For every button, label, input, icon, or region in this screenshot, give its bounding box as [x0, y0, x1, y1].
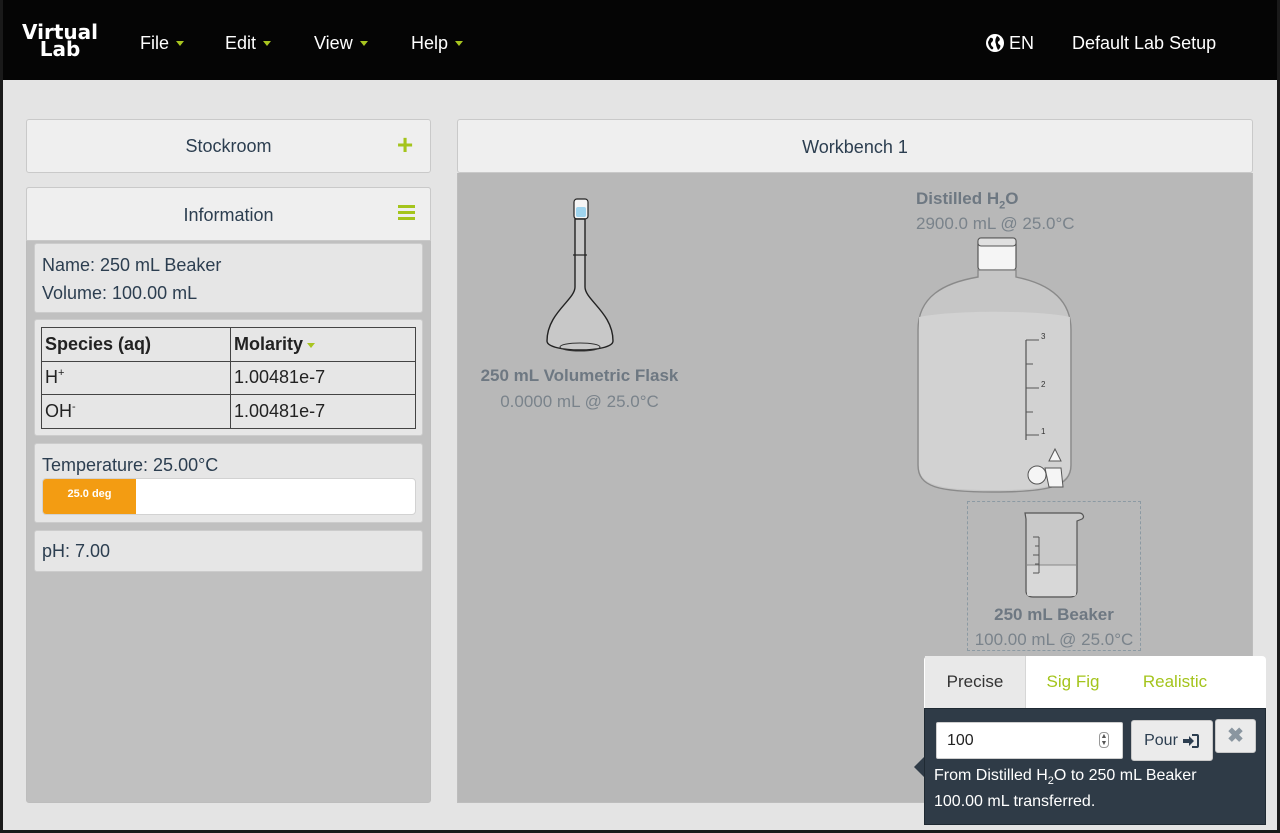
logo-line-2: Lab [39, 37, 81, 61]
hamburger-menu-icon[interactable] [398, 205, 416, 221]
workbench-header: Workbench 1 [457, 119, 1253, 173]
globe-icon [986, 34, 1004, 52]
carboy-scale-label: 2 [1041, 380, 1046, 389]
species-table: Species (aq) Molarity H+ 1.00481e-7 OH- … [41, 327, 416, 429]
equipment-volume-text: Volume: 100.00 mL [42, 283, 198, 303]
carboy-status: 2900.0 mL @ 25.0°C [916, 214, 1075, 233]
ph-card [34, 530, 423, 572]
menu-view-label: View [314, 32, 353, 53]
stockroom-title: Stockroom [185, 136, 272, 156]
popover-arrow [914, 757, 924, 777]
message-from: From Distilled H [934, 767, 1048, 784]
equipment-name-text: Name: 250 mL Beaker [42, 255, 222, 275]
carboy-name-end: O [1005, 189, 1019, 208]
stockroom-panel-header[interactable]: Stockroom [26, 119, 431, 173]
menu-view[interactable]: View [314, 31, 368, 55]
sign-in-icon [1182, 733, 1199, 748]
table-row: H+ 1.00481e-7 [41, 360, 416, 396]
name-volume-card [34, 243, 423, 313]
tab-sig-fig[interactable]: Sig Fig [1046, 672, 1100, 691]
tab-realistic[interactable]: Realistic [1142, 672, 1208, 691]
sort-caret-icon [307, 342, 316, 348]
pour-button[interactable]: Pour [1131, 720, 1213, 761]
temperature-progress-bar: 25.0 deg [42, 478, 416, 515]
table-header-row: Species (aq) Molarity [41, 327, 416, 362]
molarity-header-label: Molarity [234, 333, 304, 354]
message-to: O to 250 mL Beaker [1053, 767, 1197, 784]
message-sub: 2 [1047, 775, 1054, 788]
plus-icon[interactable]: + [396, 129, 414, 160]
molarity-cell: 1.00481e-7 [230, 360, 416, 396]
top-navbar [3, 0, 1277, 80]
temperature-text: Temperature: 25.00°C [42, 455, 219, 475]
close-popover-button[interactable]: ✖ [1215, 719, 1256, 753]
volumetric-flask[interactable] [543, 195, 617, 360]
species-column-header: Species (aq) [41, 327, 231, 362]
menu-help-label: Help [411, 32, 449, 53]
species-charge: + [58, 367, 65, 380]
menu-help[interactable]: Help [411, 31, 464, 55]
tab-precise[interactable]: Precise [925, 656, 1026, 708]
carboy-scale-label: 1 [1041, 427, 1046, 436]
beaker-250ml[interactable] [1019, 507, 1087, 599]
temperature-progress-fill: 25.0 deg [43, 479, 136, 514]
distilled-water-carboy[interactable]: 3 2 1 [913, 235, 1083, 497]
workbench-title: Workbench 1 [802, 137, 908, 157]
language-label: EN [1009, 32, 1035, 53]
flask-status: 0.0000 mL @ 25.0°C [500, 392, 659, 411]
lab-setup-link[interactable]: Default Lab Setup [1072, 31, 1216, 55]
menu-edit-label: Edit [225, 32, 257, 53]
molarity-cell: 1.00481e-7 [230, 394, 416, 429]
chevron-down-icon [455, 40, 464, 46]
menu-edit[interactable]: Edit [225, 31, 272, 55]
carboy-scale-label: 3 [1041, 332, 1046, 341]
species-charge: - [72, 401, 76, 414]
species-name: H [45, 367, 58, 388]
beaker-name: 250 mL Beaker [994, 605, 1114, 624]
chevron-down-icon [176, 40, 185, 46]
molarity-column-header[interactable]: Molarity [230, 327, 416, 362]
pour-message-line-2: 100.00 mL transferred. [934, 793, 1096, 810]
species-header-label: Species (aq) [45, 333, 152, 354]
menu-file-label: File [140, 32, 170, 53]
information-title: Information [183, 205, 274, 225]
pour-amount-input[interactable] [936, 722, 1123, 759]
ph-text: pH: 7.00 [42, 541, 111, 561]
information-panel-header: Information [26, 187, 431, 241]
carboy-name-main: Distilled H [916, 189, 1000, 208]
beaker-selection-outline[interactable] [967, 501, 1141, 651]
carboy-name: Distilled H2O [916, 189, 1018, 211]
pour-message-line-1: From Distilled H2O to 250 mL Beaker [934, 767, 1197, 787]
menu-file[interactable]: File [140, 31, 185, 55]
chevron-down-icon [359, 40, 368, 46]
language-selector[interactable]: EN [985, 31, 1034, 55]
pour-button-label: Pour [1144, 731, 1178, 749]
chevron-down-icon [263, 40, 272, 46]
carboy-name-sub: 2 [999, 199, 1006, 212]
stepper-arrows-icon[interactable]: ▲▼ [1099, 732, 1109, 748]
lab-setup-label: Default Lab Setup [1072, 32, 1217, 53]
species-cell: OH- [41, 394, 231, 429]
species-name: OH [45, 401, 72, 422]
species-cell: H+ [41, 360, 231, 396]
flask-name: 250 mL Volumetric Flask [480, 366, 679, 385]
logo-line-1: Virtual [22, 20, 98, 44]
table-row: OH- 1.00481e-7 [41, 394, 416, 429]
beaker-status: 100.00 mL @ 25.0°C [974, 630, 1134, 649]
virtual-lab-logo[interactable]: Virtual Lab [20, 20, 100, 64]
